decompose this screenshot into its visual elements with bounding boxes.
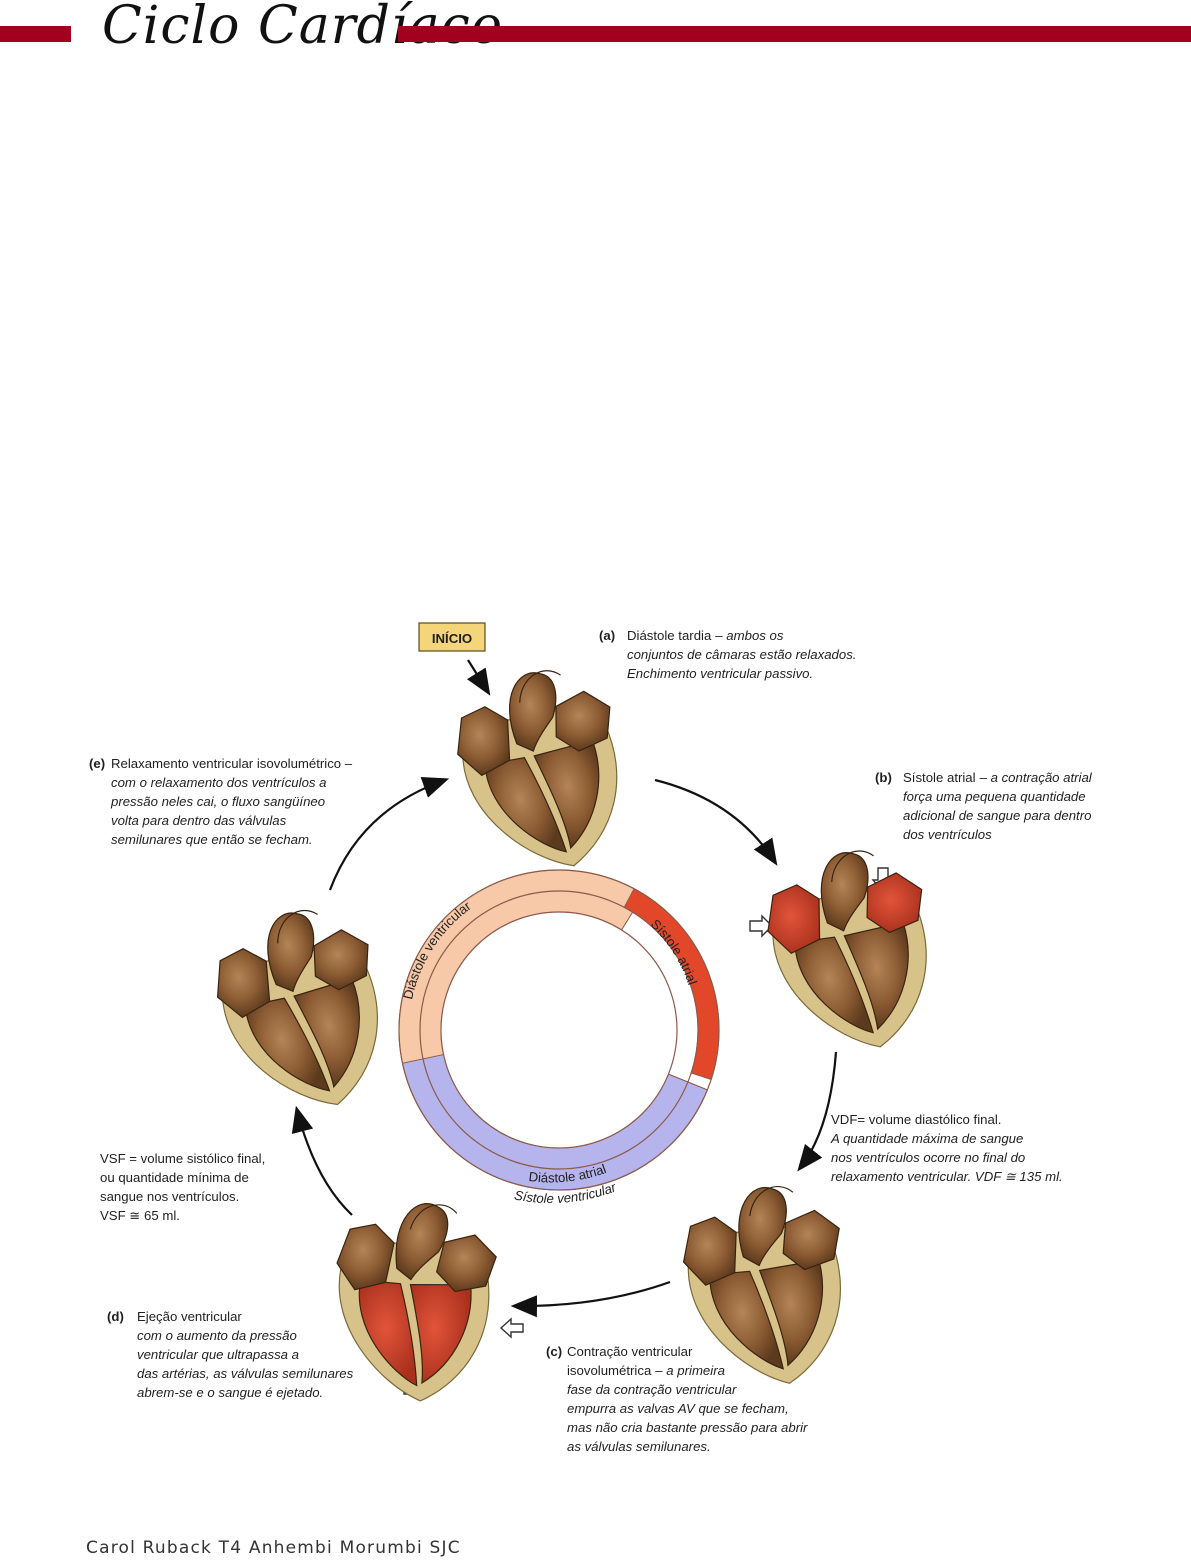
arrow-d-to-e [291, 1105, 353, 1216]
stage-a-caption: (a) Diástole tardia– ambos os conjuntos … [599, 628, 856, 681]
left-ventricle [244, 997, 331, 1092]
stage-b-line-1: força uma pequena quantidade [903, 789, 1086, 804]
vsf-line-0: VSF = volume sistólico final, [100, 1151, 265, 1166]
left-atrium [682, 1216, 737, 1286]
stage-c-line-2: empurra as valvas AV que se fecham, [567, 1401, 789, 1416]
vdf-line-3: relaxamento ventricular. VDF ≅ 135 ml. [831, 1169, 1063, 1184]
vdf-line-2: nos ventrículos ocorre no final do [831, 1150, 1025, 1165]
stage-a-line-2: Enchimento ventricular passivo. [627, 666, 813, 681]
stage-b-heading: Sístole atrial [903, 770, 976, 785]
hollow-arrow-b1 [749, 914, 773, 938]
arrow-c-to-d [510, 1280, 671, 1318]
stage-a-line-1: conjuntos de câmaras estão relaxados. [627, 647, 856, 662]
stage-a-line-0: – ambos os [714, 628, 784, 643]
vdf-line-1: A quantidade máxima de sangue [830, 1131, 1023, 1146]
pulmonary-trunk [831, 850, 874, 883]
stage-e-letter: (e) [89, 756, 105, 771]
stage-d-line-1: ventricular que ultrapassa a [137, 1347, 299, 1362]
vsf-line-1: ou quantidade mínima de [100, 1170, 249, 1185]
stage-c-line-4: as válvulas semilunares. [567, 1439, 711, 1454]
svg-text:Diástole tardia– ambos os: Diástole tardia– ambos os [627, 628, 784, 643]
left-atrium [767, 884, 821, 955]
arrow-a-to-b [654, 778, 778, 866]
stage-b-caption: (b) Sístole atrial– a contração atrial f… [875, 770, 1093, 842]
heart-illustration-a [457, 670, 618, 867]
stage-e-line-1: pressão neles cai, o fluxo sangüíneo [110, 794, 325, 809]
right-ventricle [533, 739, 600, 850]
svg-text:Sístole atrial– a contração at: Sístole atrial– a contração atrial [903, 770, 1093, 785]
left-ventricle [484, 757, 568, 853]
vsf-line-2: sangue nos ventrículos. [100, 1189, 239, 1204]
stage-c-heading: Contração ventricular [567, 1344, 693, 1359]
start-label: INÍCIO [432, 631, 472, 646]
title-bar-right [398, 26, 1191, 42]
stage-c-heading-2: isovolumétrica [567, 1363, 652, 1378]
vsf-note: VSF = volume sistólico final, ou quantid… [100, 1151, 265, 1223]
right-ventricle [843, 921, 909, 1031]
stage-e-line-2: volta para dentro das válvulas [111, 813, 287, 828]
cycle-arrows [291, 659, 838, 1318]
stage-e-line-0: com o relaxamento dos ventrículos a [111, 775, 327, 790]
stage-c-line-3: mas não cria bastante pressão para abrir [567, 1420, 808, 1435]
stage-a-heading: Diástole tardia [627, 628, 712, 643]
start-badge: INÍCIO [418, 622, 486, 652]
left-ventricle [709, 1270, 785, 1370]
right-ventricle [293, 978, 360, 1089]
stage-a-letter: (a) [599, 628, 615, 643]
stage-e-heading: Relaxamento ventricular isovolumétrico – [111, 756, 353, 771]
stage-e-line-3: semilunares que então se fecham. [111, 832, 313, 847]
stage-d-letter: (d) [107, 1309, 124, 1324]
stage-b-line-2: adicional de sangue para dentro [903, 808, 1091, 823]
vsf-line-3: VSF ≅ 65 ml. [100, 1208, 180, 1223]
stage-b-line-3: dos ventrículos [903, 827, 992, 842]
stage-e-caption: (e) Relaxamento ventricular isovolumétri… [89, 756, 353, 847]
heart-illustration-b [767, 850, 927, 1048]
stage-c-caption: (c) Contração ventricular isovolumétrica… [546, 1344, 808, 1454]
aorta [738, 1187, 787, 1267]
right-atrium [866, 872, 923, 934]
stage-b-line-0: – a contração atrial [979, 770, 1093, 785]
start-arrow [467, 659, 491, 696]
pulmonary-trunk [277, 909, 318, 944]
stage-d-heading: Ejeção ventricular [137, 1309, 242, 1324]
page-footer: Carol Ruback T4 Anhembi Morumbi SJC [86, 1538, 461, 1558]
aorta [395, 1203, 449, 1281]
stage-c-line-0: – a primeira [654, 1363, 725, 1378]
left-atrium [457, 706, 511, 777]
right-ventricle [409, 1283, 472, 1385]
stage-d-line-2: das artérias, as válvulas semilunares [137, 1366, 354, 1381]
stage-d-caption: (d) Ejeção ventricular com o aumento da … [107, 1309, 354, 1400]
heart-illustration-c [682, 1186, 841, 1384]
left-atrium [336, 1223, 395, 1291]
pulmonary-trunk [409, 1204, 458, 1230]
pulmonary-trunk [749, 1186, 794, 1217]
svg-text:isovolumétrica– a primeira: isovolumétrica– a primeira [567, 1363, 725, 1378]
title-bar-left [0, 26, 71, 42]
stage-c-line-1: fase da contração ventricular [567, 1382, 737, 1397]
left-atrium [216, 948, 271, 1019]
heart-illustration-d [336, 1203, 497, 1402]
right-atrium [782, 1209, 840, 1271]
arrow-e-to-a [328, 776, 450, 891]
vdf-note: VDF= volume diastólico final. A quantida… [830, 1112, 1063, 1184]
stage-d-line-3: abrem-se e o sangue é ejetado. [137, 1385, 323, 1400]
stage-c-letter: (c) [546, 1344, 562, 1359]
right-atrium [313, 929, 369, 991]
right-atrium [555, 690, 611, 752]
vdf-line-0: VDF= volume diastólico final. [831, 1112, 1001, 1127]
phase-ring: Diástole ventricular Sístole atrial Diás… [398, 869, 720, 1206]
left-ventricle [358, 1279, 418, 1387]
stage-b-letter: (b) [875, 770, 892, 785]
right-ventricle [758, 1259, 824, 1367]
hollow-arrow-d1 [499, 1317, 524, 1339]
right-atrium [436, 1234, 497, 1293]
heart-illustration-e [216, 909, 378, 1106]
pulmonary-trunk [519, 670, 561, 703]
stage-d-line-0: com o aumento da pressão [137, 1328, 297, 1343]
arrow-b-to-c [797, 1051, 838, 1172]
left-ventricle [794, 936, 874, 1034]
